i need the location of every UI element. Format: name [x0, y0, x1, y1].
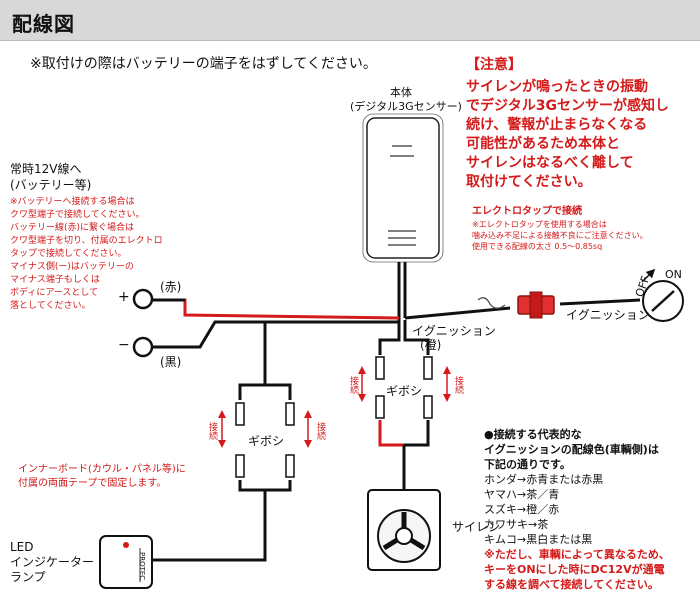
plus-label: +: [118, 289, 130, 305]
ignition-wire-color: (橙): [420, 338, 442, 352]
led-label: ランプ: [10, 570, 46, 584]
list-item: カワサキ→茶: [484, 518, 549, 531]
minus-label: −: [118, 337, 130, 353]
connect-mark: 接続: [315, 422, 325, 440]
ignition-on-label: ON: [665, 268, 682, 281]
battery-sublabel: (バッテリー等): [10, 178, 92, 192]
ignition-colors-list: ●接続する代表的な イグニッションの配線色(車輌側)は 下記の通りです。 ホンダ…: [484, 427, 696, 592]
gibosi-right-label: ギボシ: [386, 384, 423, 398]
red-wire-label: (赤): [160, 280, 182, 294]
caution-body: サイレンが鳴ったときの振動 でデジタル3Gセンサーが感知し 続け、警報が止まらな…: [466, 78, 691, 192]
main-unit-body: [366, 117, 440, 259]
caution-line: 続け、警報が止まらなくなる: [466, 117, 648, 133]
gibosi-left-label: ギボシ: [248, 434, 285, 448]
minus-terminal: [132, 336, 154, 358]
page-title: 配線図: [12, 12, 75, 36]
plus-terminal: [132, 288, 154, 310]
ignition-switch-label: イグニッション: [566, 308, 650, 322]
gibosi-connector: [375, 356, 385, 380]
battery-plus-wire: [151, 298, 400, 320]
main-unit-outline: [362, 113, 444, 263]
list-item: ホンダ→赤青または赤黒: [484, 473, 604, 486]
gibosi-connector: [423, 356, 433, 380]
list-item: スズキ→橙／赤: [484, 503, 560, 516]
caution-line: 取付けてください。: [466, 174, 592, 190]
black-wire-label: (黒): [160, 355, 182, 369]
caution-line: 可能性があるため本体と: [466, 136, 620, 152]
main-unit-label: 本体: [390, 86, 412, 99]
gibosi-connector: [235, 454, 245, 478]
title-bar: 配線図: [0, 0, 700, 41]
caution-heading: 【注意】: [466, 57, 522, 73]
connect-mark: 接続: [207, 422, 217, 440]
list-item: ヤマハ→茶／青: [484, 488, 560, 501]
gibosi-connector: [285, 402, 295, 426]
connect-mark: 接続: [348, 376, 358, 394]
electro-tap-heading: エレクトロタップで接続: [472, 206, 582, 217]
caution-line: サイレンが鳴ったときの振動: [466, 79, 648, 95]
ignition-wire: [404, 306, 511, 320]
gibosi-connector: [375, 395, 385, 419]
electro-tap-notes: ※エレクトロタップを使用する場合は 噛み込み不足による接触不良にご注意ください。…: [472, 220, 648, 251]
caution-line: サイレンはなるべく離して: [466, 155, 634, 171]
connect-mark: 接続: [453, 376, 463, 394]
siren-label: サイレン: [452, 520, 501, 534]
main-unit-sublabel: (デジタル3Gセンサー): [350, 100, 462, 113]
led-brand: PROTEC: [138, 552, 146, 581]
led-label: インジケーター: [10, 555, 95, 569]
indoor-note: インナーボード(カウル・パネル等)に 付属の両面テープで固定します。: [18, 464, 186, 489]
caution-line: でデジタル3Gセンサーが感知し: [466, 98, 669, 114]
gibosi-connector: [235, 402, 245, 426]
battery-notes: ※バッテリーへ接続する場合は クワ型端子で接続してください。 バッテリー線(赤)…: [10, 197, 163, 311]
gibosi-connector: [285, 454, 295, 478]
list-item: キムコ→黒白または黒: [484, 533, 593, 546]
battery-label: 常時12V線へ: [10, 162, 82, 176]
gibosi-connector: [423, 395, 433, 419]
battery-notice: ※取付けの際はバッテリーの端子をはずしてください。: [30, 56, 377, 72]
led-lamp: [99, 535, 153, 589]
ignition-wire-label: イグニッション: [412, 324, 496, 338]
battery-minus-wire: [152, 320, 399, 349]
led-label: LED: [10, 540, 34, 554]
